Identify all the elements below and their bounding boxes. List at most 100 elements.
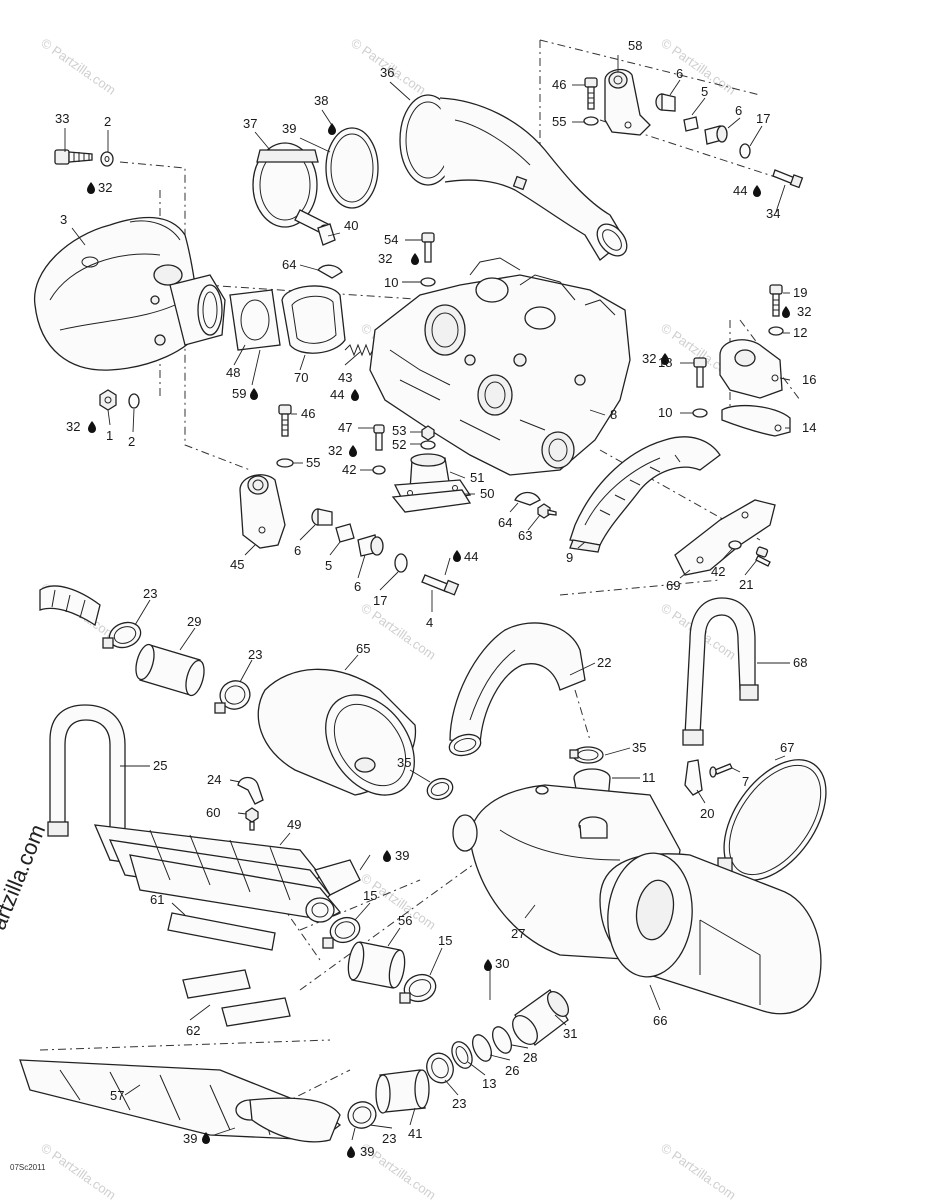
watermark-tile: © Partzilla.com: [38, 35, 118, 98]
callout-46b: 46: [301, 406, 315, 421]
callout-23c: 23: [452, 1096, 466, 1111]
pad-strip-61: [167, 912, 276, 951]
nut-1: [99, 389, 117, 411]
callout-32b: 32: [378, 251, 392, 266]
callout-34: 34: [766, 206, 780, 221]
rivet-7: [709, 763, 733, 778]
muffler-end-66: [599, 852, 822, 1015]
screw-33: [54, 149, 93, 165]
callout-39d: 39: [360, 1144, 374, 1159]
washer-17-lower: [394, 553, 408, 573]
resonator-65: [257, 668, 417, 796]
bolt-19: [769, 284, 783, 317]
callout-13: 13: [482, 1076, 496, 1091]
callout-9: 9: [566, 550, 573, 565]
clamp-23-b: [214, 680, 251, 714]
callout-leaders: [64, 55, 791, 1141]
callout-23b: 23: [248, 647, 262, 662]
callout-32f: 32: [328, 443, 342, 458]
callout-7: 7: [742, 774, 749, 789]
callout-65: 65: [356, 641, 370, 656]
clamp-23-d: [347, 1101, 377, 1129]
washer-2b: [128, 393, 140, 409]
bushing-6-lower-b: [357, 534, 384, 557]
pad-62-b: [221, 997, 291, 1027]
callout-42b: 42: [711, 564, 725, 579]
callout-39: 39: [282, 121, 296, 136]
callout-8: 8: [610, 407, 617, 422]
heat-pad-57: [19, 1059, 342, 1143]
sleeve-41: [375, 1069, 430, 1114]
callout-29: 29: [187, 614, 201, 629]
gasket-28: [491, 1026, 513, 1054]
bracket-16: [719, 339, 783, 399]
callout-23: 23: [143, 586, 157, 601]
clip-64-mid: [514, 491, 541, 506]
callout-68: 68: [793, 655, 807, 670]
drawing-code: 07Sc2011: [10, 1163, 46, 1172]
engine-cylinder-8: [369, 257, 631, 476]
screw-63: [537, 503, 557, 519]
bolt-18: [693, 357, 707, 388]
callout-6: 6: [676, 66, 683, 81]
callout-50: 50: [480, 486, 494, 501]
bolt-46-top: [584, 77, 598, 110]
washer-42-mid: [372, 465, 386, 475]
bolt-44-lower: [421, 574, 460, 596]
nut-53-52: [420, 425, 436, 450]
sleeve-29: [135, 643, 205, 697]
exhaust-elbow-22: [448, 622, 586, 757]
heat-shield-9: [569, 436, 721, 553]
callout-23d: 23: [382, 1131, 396, 1146]
watermark-tile: © Partzilla.com: [38, 1140, 118, 1200]
callout-44b: 44: [330, 387, 344, 402]
exhaust-pipe-36: [399, 94, 628, 261]
callout-58: 58: [628, 38, 642, 53]
callout-12: 12: [793, 325, 807, 340]
pad-62-a: [182, 969, 251, 999]
callout-69: 69: [666, 578, 680, 593]
callout-59: 59: [232, 386, 246, 401]
callout-44c: 44: [464, 549, 478, 564]
clamp-35-a: [426, 777, 454, 801]
callout-10: 10: [384, 275, 398, 290]
clip-24: [237, 776, 264, 805]
callout-70: 70: [294, 370, 308, 385]
bolt-34: [772, 169, 804, 189]
callout-39b: 39: [395, 848, 409, 863]
callout-32c: 32: [797, 304, 811, 319]
sleeve-56: [347, 941, 406, 989]
clamp-23-a: [102, 621, 142, 649]
callout-49: 49: [287, 817, 301, 832]
spring-43: [344, 343, 375, 357]
callout-67: 67: [780, 740, 794, 755]
callout-41: 41: [408, 1126, 422, 1141]
callout-45: 45: [230, 557, 244, 572]
bolt-54: [421, 232, 435, 263]
callout-26: 26: [505, 1063, 519, 1078]
callout-57: 57: [110, 1088, 124, 1103]
callout-44: 44: [733, 183, 747, 198]
sleeve-5-top: [683, 116, 699, 132]
callout-37: 37: [243, 116, 257, 131]
ring-13: [451, 1041, 473, 1069]
washer-17-top: [739, 143, 751, 159]
gasket-26: [471, 1034, 493, 1062]
cover-70: [281, 285, 346, 354]
callout-25: 25: [153, 758, 167, 773]
callout-labels: 33 2 32 3 37 38 39 36 40 58 46 6 5 55 6 …: [55, 38, 816, 1159]
callout-46: 46: [552, 77, 566, 92]
gasket-38: [325, 127, 379, 209]
callout-32e: 32: [66, 419, 80, 434]
callout-17: 17: [756, 111, 770, 126]
callout-40: 40: [344, 218, 358, 233]
sleeve-5-lower: [335, 523, 355, 543]
plate-69: [674, 499, 776, 576]
washer-55-top: [583, 116, 599, 126]
pad-50: [391, 489, 472, 513]
hose-stub: [39, 585, 101, 627]
callout-5: 5: [701, 84, 708, 99]
callout-32d: 32: [642, 351, 656, 366]
clamp-15-a: [322, 916, 361, 949]
plate-14: [721, 404, 791, 437]
